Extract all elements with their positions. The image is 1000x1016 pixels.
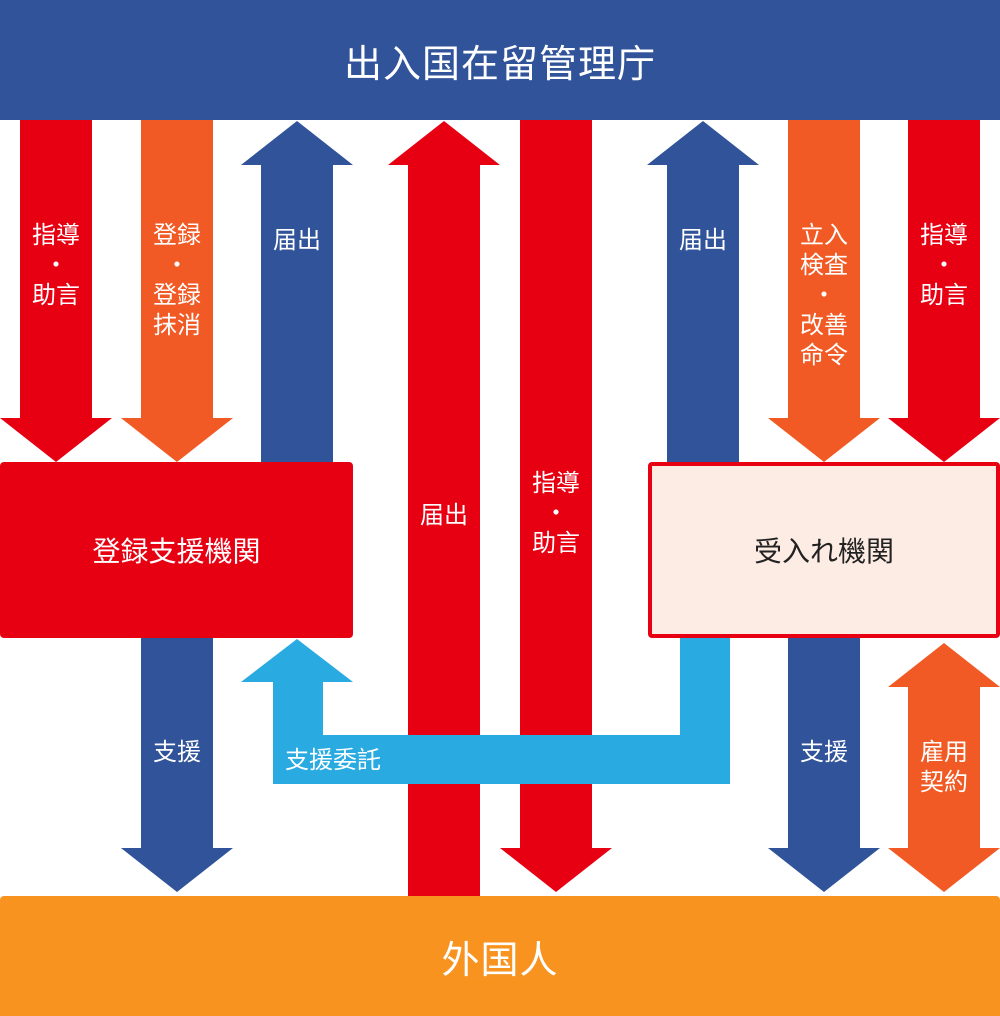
label-line: 登録 [153,221,201,249]
label-line: 助言 [532,529,580,557]
label-line: 届出 [273,226,321,254]
label-a7: 立入検査・改善命令 [788,220,860,370]
arrow-guidance-to-support-org [0,120,112,462]
label-line: 助言 [920,281,968,309]
registered-support-org-box: 登録支援機関 [0,462,353,638]
arrow-support-from-host-org [768,638,880,892]
label-line: 立入 [800,221,848,249]
label-b4: 雇用契約 [908,737,980,797]
arrow-inspection-to-host-org [768,120,880,462]
label-line: 命令 [800,341,848,369]
label-a2: 登録・登録抹消 [141,220,213,340]
label-b3: 支援 [788,737,860,767]
label-b2: 支援委託 [285,745,415,775]
label-line: ・ [544,499,568,527]
foreigner-footer: 外国人 [0,896,1000,1016]
label-line: ・ [812,281,836,309]
label-line: 指導 [32,221,80,249]
label-line: 助言 [32,281,80,309]
label-line: 届出 [679,226,727,254]
label-line: 改善 [800,311,848,339]
label-a5: 指導・助言 [520,468,592,558]
label-line: 雇用 [920,738,968,766]
label-line: 支援 [153,738,201,766]
label-a8: 指導・助言 [908,220,980,310]
label-a3: 届出 [261,225,333,255]
host-org-box: 受入れ機関 [648,462,1000,638]
registered-support-org-label: 登録支援機関 [92,535,261,568]
label-a1: 指導・助言 [20,220,92,310]
arrow-support-outsourcing [241,638,730,784]
label-b1: 支援 [141,737,213,767]
host-org-label: 受入れ機関 [753,535,894,568]
arrow-notification-from-host-org [647,121,759,462]
label-a6: 届出 [667,225,739,255]
immigration-agency-header: 出入国在留管理庁 [0,0,1000,120]
label-line: 支援 [800,738,848,766]
arrow-notification-from-support-org [241,121,353,462]
label-line: 登録 [153,281,201,309]
arrow-notification-from-foreigner [388,121,500,896]
label-line: ・ [44,251,68,279]
label-a4: 届出 [408,500,480,530]
label-line: 契約 [920,768,968,796]
label-line: ・ [932,251,956,279]
arrow-guidance-to-host-org [888,120,1000,462]
arrow-guidance-to-foreigner [500,120,612,892]
label-line: ・ [165,251,189,279]
label-line: 支援委託 [285,746,381,774]
label-line: 指導 [532,469,580,497]
label-line: 検査 [800,251,848,279]
arrow-registration-to-support-org [121,120,233,462]
label-line: 届出 [420,501,468,529]
label-line: 抹消 [153,311,201,339]
arrow-employment-contract [888,643,1000,892]
label-line: 指導 [920,221,968,249]
arrow-support-from-support-org [121,638,233,892]
